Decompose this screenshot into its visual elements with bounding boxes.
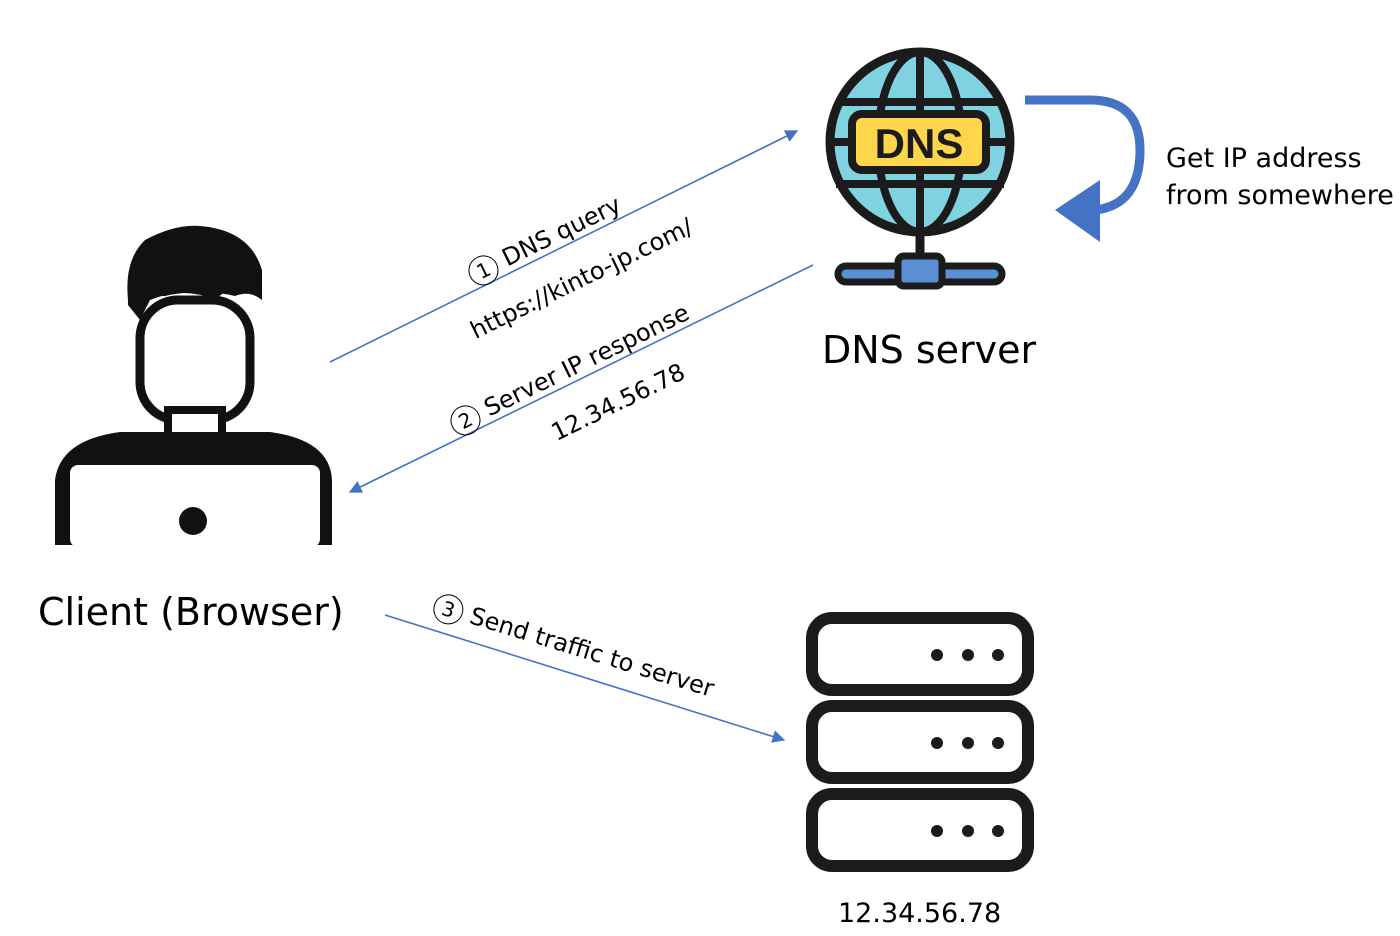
arrow-send-traffic [384,614,786,743]
client-label: Client (Browser) [38,590,344,634]
lookup-note-line1: Get IP address [1166,143,1362,174]
arrow-dns-query [329,130,799,363]
user-laptop-icon [55,225,332,547]
dns-badge-text: DNS [875,120,964,167]
server-rack-icon [806,612,1034,872]
lookup-note-line2: from somewhere [1166,180,1394,211]
dns-server-label: DNS server [822,328,1037,372]
dns-globe-icon: DNS [825,47,1015,290]
server-ip-label: 12.34.56.78 [838,898,1002,929]
arrow-ip-response [348,264,814,493]
lookup-loop-arrow [1025,95,1145,242]
